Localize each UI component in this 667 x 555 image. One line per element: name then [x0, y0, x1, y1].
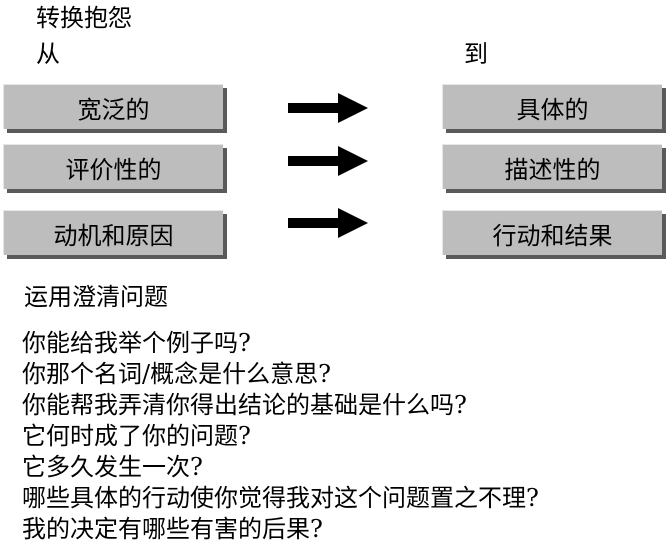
- right-arrow-icon: [288, 208, 368, 238]
- question-item: 你那个名词/概念是什么意思?: [22, 360, 331, 388]
- to-box-specific: 具体的: [442, 84, 662, 129]
- to-box-actions: 行动和结果: [442, 210, 662, 255]
- to-box-descriptive: 描述性的: [442, 144, 662, 189]
- question-item: 哪些具体的行动使你觉得我对这个问题置之不理?: [22, 484, 539, 512]
- from-box-evaluative: 评价性的: [3, 144, 223, 189]
- page-title: 转换抱怨: [36, 4, 132, 32]
- question-item: 它何时成了你的问题?: [22, 422, 251, 450]
- question-item: 你能给我举个例子吗?: [22, 329, 251, 357]
- to-column-label: 到: [464, 40, 488, 68]
- from-box-broad: 宽泛的: [3, 84, 223, 129]
- clarify-heading: 运用澄清问题: [24, 283, 168, 311]
- from-column-label: 从: [36, 40, 60, 68]
- right-arrow-icon: [288, 146, 368, 176]
- right-arrow-icon: [288, 93, 368, 123]
- question-item: 我的决定有哪些有害的后果?: [22, 515, 323, 543]
- from-box-motives: 动机和原因: [3, 210, 223, 255]
- question-item: 你能帮我弄清你得出结论的基础是什么吗?: [22, 391, 467, 419]
- question-item: 它多久发生一次?: [22, 453, 203, 481]
- question-list: 你能给我举个例子吗? 你那个名词/概念是什么意思? 你能帮我弄清你得出结论的基础…: [22, 328, 539, 545]
